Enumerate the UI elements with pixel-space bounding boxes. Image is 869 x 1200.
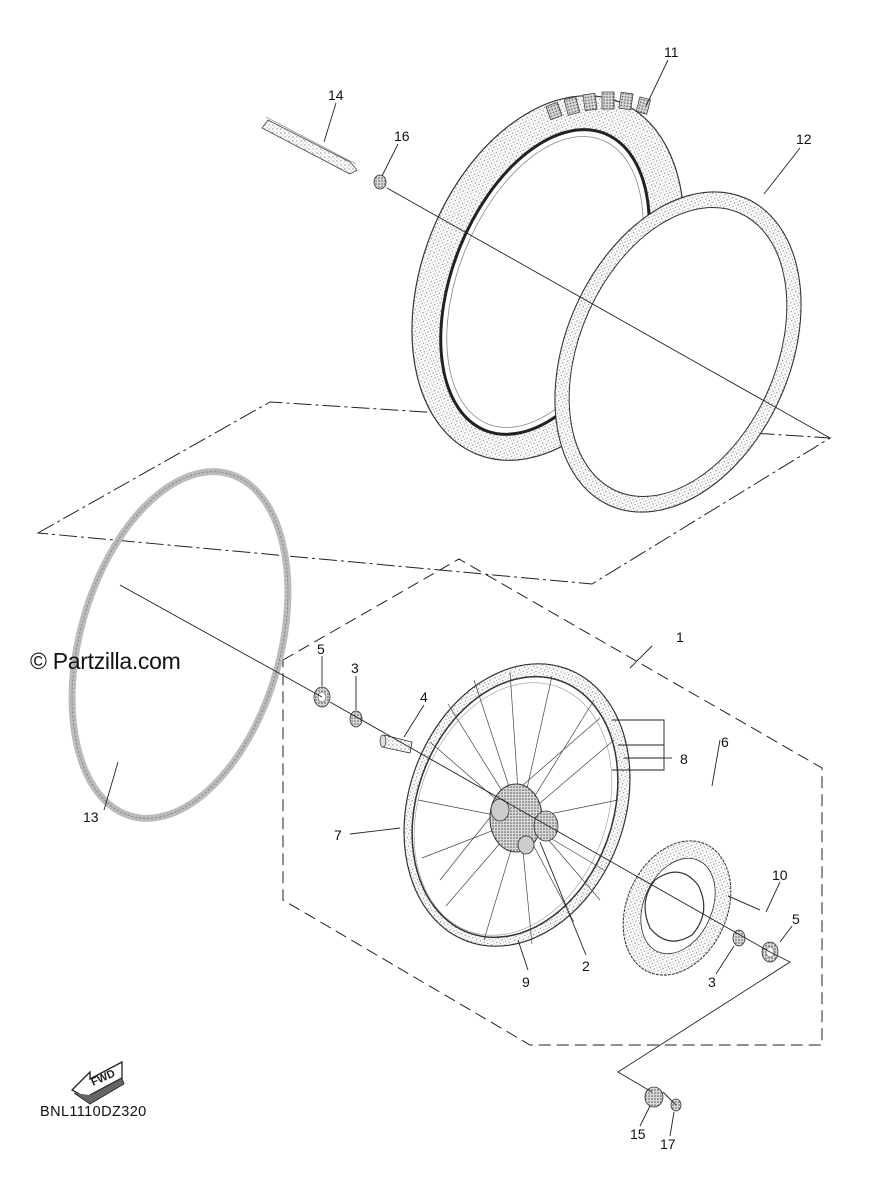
alignment-lines (119, 187, 831, 1106)
callout-4: 4 (420, 689, 428, 705)
callout-9: 9 (522, 974, 530, 990)
callout-15: 15 (630, 1126, 646, 1142)
leader-lines (103, 59, 801, 1137)
callout-16: 16 (394, 128, 410, 144)
callout-7: 7 (334, 827, 342, 843)
fwd-arrow-icon: FWD (70, 1060, 125, 1105)
callout-12: 12 (796, 131, 812, 147)
part-10-bolt (727, 895, 761, 911)
callout-1: 1 (676, 629, 684, 645)
part-14-axle (261, 116, 358, 175)
callout-3-left: 3 (351, 660, 359, 676)
part-6-brake-disc (622, 840, 732, 976)
wheel-assembly-outline (282, 558, 823, 1046)
diagram-code: BNL1110DZ320 (40, 1104, 147, 1120)
callout-17: 17 (660, 1136, 676, 1152)
watermark-text: © Partzilla.com (30, 648, 181, 674)
callout-11: 11 (664, 44, 679, 60)
part-13-rim-band (68, 468, 292, 822)
callout-10: 10 (772, 867, 788, 883)
callout-13: 13 (83, 809, 99, 825)
callout-8: 8 (680, 751, 688, 767)
callout-14: 14 (328, 87, 344, 103)
callout-3-right: 3 (708, 974, 716, 990)
callout-5-left: 5 (317, 641, 325, 657)
part-16-valve-cap (373, 174, 387, 190)
part-4-spacer (379, 734, 413, 754)
callout-6: 6 (721, 734, 729, 750)
callout-2: 2 (582, 958, 590, 974)
part-15-collar (644, 1086, 664, 1108)
callout-5-right: 5 (792, 911, 800, 927)
